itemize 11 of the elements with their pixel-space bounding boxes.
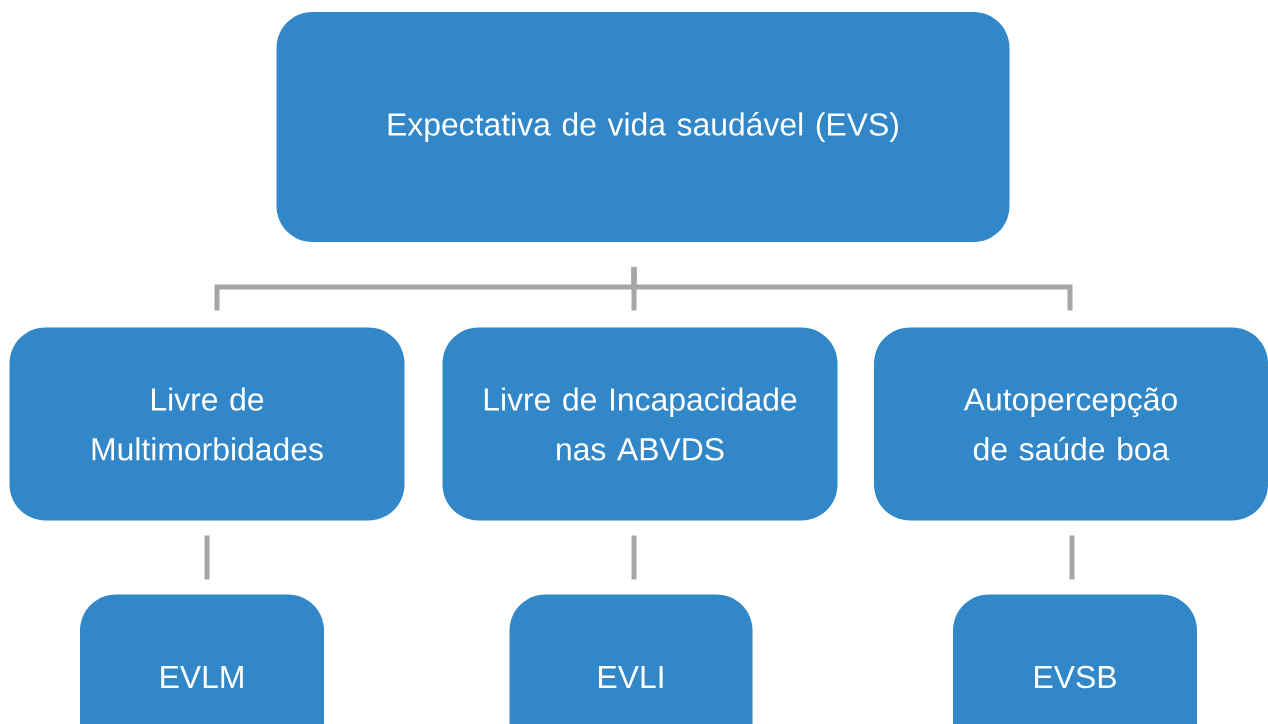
connector-line: [631, 535, 637, 580]
connector-line: [631, 267, 1073, 311]
rounded-box: Autopercepção de saúde boa: [874, 327, 1268, 521]
rounded-box: Livre de Incapacidade nas ABVDS: [442, 327, 838, 521]
rounded-box: Livre de Multimorbidades: [9, 327, 405, 521]
rounded-box: EVSB: [953, 594, 1197, 724]
connector-line: [204, 535, 210, 580]
rounded-box: EVLM: [80, 594, 324, 724]
connector-line: [1069, 535, 1075, 580]
rounded-box: Expectativa de vida saudável (EVS): [276, 12, 1010, 242]
rounded-box: EVLI: [509, 594, 753, 724]
